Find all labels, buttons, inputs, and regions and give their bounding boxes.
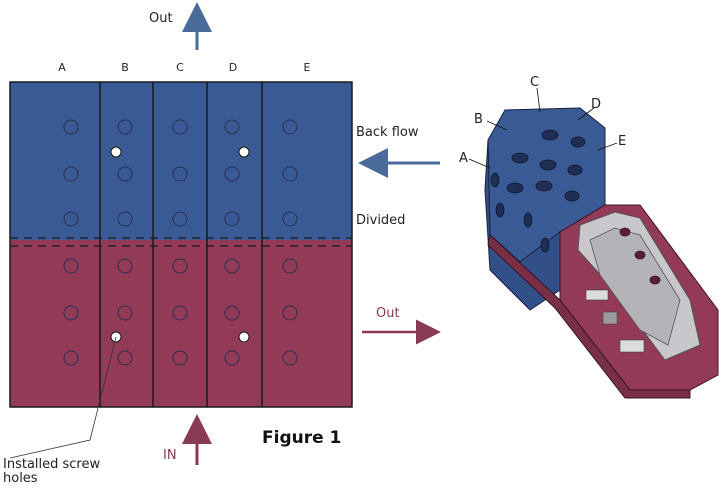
iso-red-holes [619, 227, 661, 285]
installed-screw-holes-label-line2: holes [3, 471, 38, 486]
hole [282, 119, 298, 135]
hole [282, 211, 298, 227]
screw-hole [238, 146, 250, 158]
hole [282, 305, 298, 321]
out-top-label: Out [149, 11, 173, 26]
out-flow-region [10, 240, 352, 407]
figure-title: Figure 1 [262, 428, 341, 448]
column-label-a: A [58, 61, 66, 74]
hole [172, 350, 188, 366]
hole [63, 305, 79, 321]
panel-border [9, 81, 353, 408]
back-flow-region [10, 82, 352, 240]
screw-hole [110, 146, 122, 158]
hole [224, 350, 240, 366]
hole [224, 119, 240, 135]
hole [63, 119, 79, 135]
iso-cavity-block [619, 339, 645, 353]
divided-dashed-lines [10, 237, 352, 247]
iso-cavity-block [585, 289, 609, 301]
iso-label-d: D [591, 97, 601, 112]
iso-cavity-block [602, 311, 618, 325]
iso-label-b: B [474, 112, 483, 127]
hole [224, 166, 240, 182]
hole [224, 305, 240, 321]
hole [117, 305, 133, 321]
iso-label-c: C [530, 75, 539, 90]
column-label-b: B [121, 61, 129, 74]
hole [282, 350, 298, 366]
installed-screw-holes-label-line1: Installed screw [3, 457, 100, 472]
iso-cavity-inner [589, 227, 681, 346]
hole [172, 305, 188, 321]
column-label-c: C [176, 61, 184, 74]
column-label-e: E [304, 61, 311, 74]
back-flow-label: Back flow [356, 125, 419, 140]
hole [117, 258, 133, 274]
hole [63, 258, 79, 274]
panel-holes [63, 119, 298, 366]
hole [172, 119, 188, 135]
hole [63, 211, 79, 227]
hole [172, 211, 188, 227]
hole [117, 350, 133, 366]
iso-label-a: A [459, 151, 468, 166]
in-label: IN [163, 448, 177, 463]
hole [117, 211, 133, 227]
hole [282, 166, 298, 182]
iso-red-side [487, 234, 691, 399]
iso-label-e: E [618, 134, 626, 149]
panel-diagram: A B C D E [9, 61, 353, 408]
hole [282, 258, 298, 274]
divided-label: Divided [356, 213, 405, 228]
hole [63, 166, 79, 182]
column-dividers [99, 82, 263, 407]
screw-hole-leader-line [9, 336, 117, 459]
hole [117, 166, 133, 182]
hole [224, 211, 240, 227]
out-right-label: Out [376, 306, 400, 321]
iso-leader-lines [468, 87, 618, 169]
screw-hole [238, 331, 250, 343]
isometric-block: A B C D E [459, 75, 719, 399]
hole [63, 350, 79, 366]
column-label-d: D [229, 61, 237, 74]
hole [224, 258, 240, 274]
hole [117, 119, 133, 135]
hole [172, 166, 188, 182]
hole [172, 258, 188, 274]
iso-holes [490, 129, 586, 253]
